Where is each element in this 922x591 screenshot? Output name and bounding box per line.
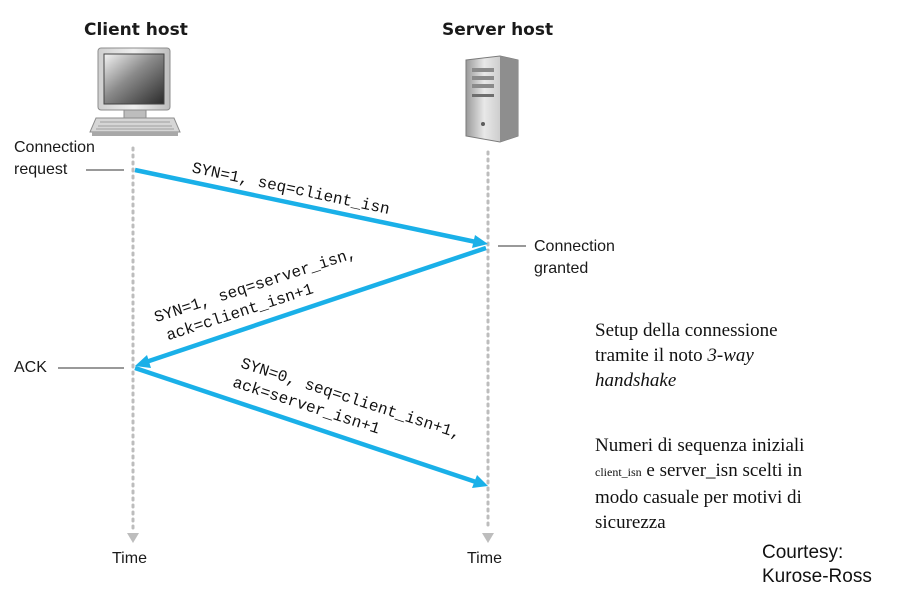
- isn-note-line4: sicurezza: [595, 512, 666, 533]
- courtesy-line2: Kurose-Ross: [762, 566, 872, 587]
- setup-note-line3: handshake: [595, 368, 905, 393]
- setup-note-italic1: 3-way: [707, 345, 754, 366]
- courtesy-credit: Courtesy: Kurose-Ross: [762, 541, 872, 589]
- client-host-title: Client host: [84, 20, 188, 40]
- isn-note-line1: Numeri di sequenza iniziali: [595, 435, 805, 456]
- desktop-computer-icon: [89, 47, 181, 136]
- isn-note-client-isn: client_isn: [595, 465, 642, 479]
- isn-note: Numeri di sequenza iniziali client_isn e…: [595, 433, 905, 535]
- setup-note: Setup della connessione tramite il noto …: [595, 318, 905, 393]
- synack-arrow: [135, 245, 487, 368]
- server-tower-icon: [465, 55, 519, 143]
- server-time-arrowhead: [482, 533, 494, 543]
- client-time-label: Time: [112, 550, 147, 567]
- connection-request-line1: Connection: [14, 139, 95, 156]
- ack-label: ACK: [14, 359, 47, 376]
- connection-request-line2: request: [14, 161, 68, 178]
- isn-note-line3: modo casuale per motivi di: [595, 487, 802, 508]
- server-time-label: Time: [467, 550, 502, 567]
- syn-arrow: [134, 167, 488, 248]
- setup-note-line2: tramite il noto 3-way: [595, 343, 905, 368]
- client-time-arrowhead: [127, 533, 139, 543]
- ack-arrow: [134, 365, 488, 488]
- isn-note-line2-rest: e server_isn scelti in: [641, 460, 803, 481]
- courtesy-line1: Courtesy:: [762, 542, 844, 563]
- connection-granted-line1: Connection: [534, 238, 615, 255]
- connection-request-label: Connection request: [14, 137, 95, 181]
- setup-note-line2-text: tramite il noto: [595, 345, 708, 366]
- connection-granted-label: Connection granted: [534, 236, 615, 280]
- server-host-title: Server host: [442, 20, 554, 40]
- setup-note-line1: Setup della connessione: [595, 320, 778, 341]
- isn-note-line2: client_isn e server_isn scelti in: [595, 458, 905, 485]
- connection-granted-line2: granted: [534, 260, 589, 277]
- setup-note-italic2: handshake: [595, 370, 677, 391]
